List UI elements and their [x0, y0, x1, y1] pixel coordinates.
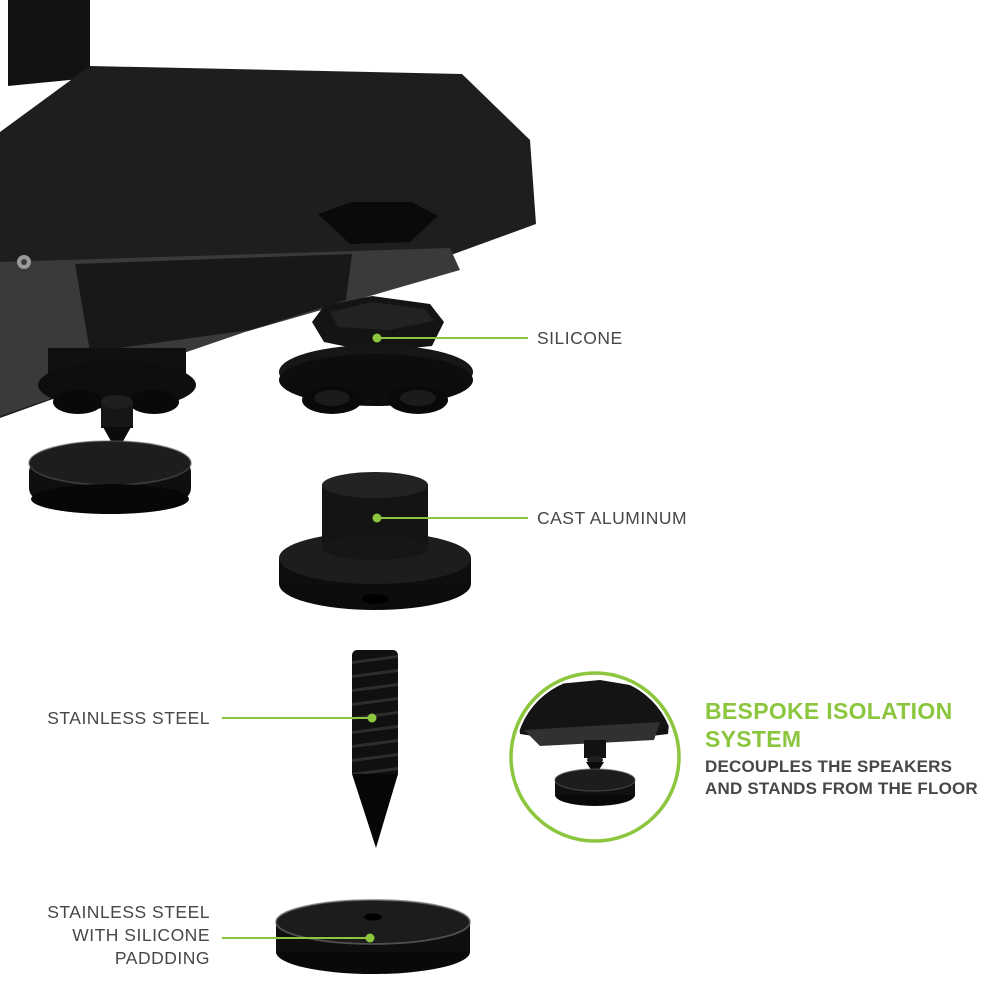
badge-description: DECOUPLES THE SPEAKERS AND STANDS FROM T… — [705, 757, 978, 798]
badge-title: BESPOKE ISOLATION SYSTEM — [705, 698, 953, 752]
spike-part-render — [352, 650, 398, 848]
label-stainless-steel: STAINLESS STEEL — [47, 708, 210, 728]
callout-silicone — [372, 333, 528, 343]
cast-aluminum-part-render — [279, 472, 471, 610]
label-stainless-steel-pad: STAINLESS STEEL WITH SILICONE PADDDING — [47, 902, 210, 968]
pad-disc-part-render — [275, 899, 471, 974]
callout-stainless-steel — [222, 713, 377, 723]
silicone-part-render — [279, 296, 473, 414]
callout-stainless-steel-pad — [222, 933, 375, 943]
badge-assembled-foot-render — [515, 680, 672, 806]
label-cast-aluminum: CAST ALUMINUM — [537, 508, 688, 528]
label-silicone: SILICONE — [537, 328, 623, 348]
callout-cast-aluminum — [372, 513, 528, 523]
attached-foot-render — [28, 348, 196, 514]
hexagon-socket-hole — [318, 202, 438, 244]
isolation-badge-render — [509, 671, 681, 843]
